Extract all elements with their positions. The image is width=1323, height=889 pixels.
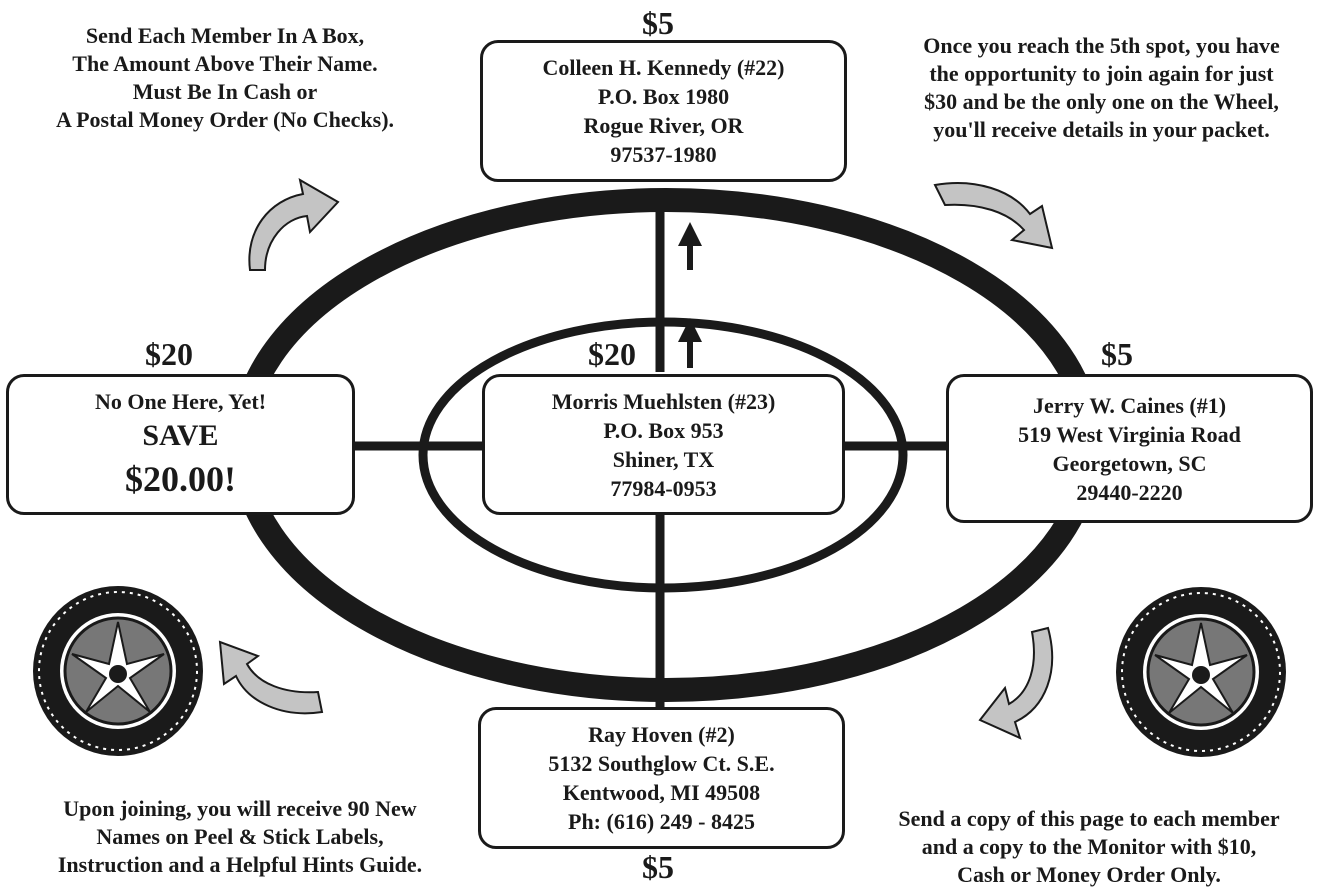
right-amount-label: $5 [1101, 336, 1133, 372]
note-line: the opportunity to join again for just [929, 61, 1274, 86]
up-arrow-icon [678, 318, 702, 368]
member-address: P.O. Box 1980 [597, 84, 730, 109]
instructions-top-left: Send Each Member In A Box, The Amount Ab… [0, 22, 450, 134]
member-phone: Ph: (616) 249 - 8425 [568, 809, 755, 834]
instructions-bottom-left: Upon joining, you will receive 90 New Na… [0, 795, 480, 879]
up-arrow-icon [678, 222, 702, 270]
note-line: A Postal Money Order (No Checks). [55, 107, 395, 132]
member-city: Georgetown, SC [1052, 450, 1207, 476]
member-address: P.O. Box 953 [603, 417, 724, 443]
spokes [355, 190, 955, 710]
tire-icon [33, 586, 203, 756]
member-name: Ray Hoven (#2) [588, 722, 735, 747]
curved-arrow-icon [218, 640, 324, 715]
note-line: $30 and be the only one on the Wheel, [924, 89, 1279, 114]
top-member-box: Colleen H. Kennedy (#22) P.O. Box 1980 R… [480, 40, 847, 182]
member-zip: 77984-0953 [610, 475, 717, 501]
member-city: Rogue River, OR [583, 113, 744, 138]
left-empty-box: No One Here, Yet! SAVE $20.00! [6, 374, 355, 515]
note-line: Upon joining, you will receive 90 New [63, 796, 417, 821]
member-address: 519 West Virginia Road [1018, 421, 1241, 447]
note-line: Instruction and a Helpful Hints Guide. [57, 852, 423, 877]
note-line: Cash or Money Order Only. [957, 862, 1221, 887]
note-line: Send a copy of this page to each member [898, 806, 1280, 831]
note-line: you'll receive details in your packet. [933, 117, 1270, 142]
center-member-box: Morris Muehlsten (#23) P.O. Box 953 Shin… [482, 374, 845, 515]
right-member-box: Jerry W. Caines (#1) 519 West Virginia R… [946, 374, 1313, 523]
instructions-top-right: Once you reach the 5th spot, you have th… [880, 32, 1323, 144]
member-city: Shiner, TX [612, 446, 715, 472]
tire-icon [1116, 587, 1286, 757]
note-line: and a copy to the Monitor with $10, [921, 834, 1257, 859]
member-zip: 29440-2220 [1076, 479, 1183, 505]
member-address: 5132 Southglow Ct. S.E. [548, 751, 775, 776]
note-line: Once you reach the 5th spot, you have [923, 33, 1280, 58]
bottom-member-box: Ray Hoven (#2) 5132 Southglow Ct. S.E. K… [478, 707, 845, 849]
member-name: Morris Muehlsten (#23) [551, 388, 776, 414]
note-line: Send Each Member In A Box, [85, 23, 365, 48]
curved-arrow-icon [978, 626, 1054, 740]
note-line: The Amount Above Their Name. [72, 51, 378, 76]
save-label: SAVE [142, 419, 219, 452]
empty-slot-text: No One Here, Yet! [94, 389, 267, 414]
top-amount-label: $5 [642, 5, 674, 41]
member-city: Kentwood, MI 49508 [562, 780, 761, 805]
savings-amount: $20.00! [125, 459, 236, 499]
note-line: Must Be In Cash or [132, 79, 318, 104]
instructions-bottom-right: Send a copy of this page to each member … [855, 805, 1323, 889]
left-amount-label: $20 [145, 336, 193, 372]
center-amount-label: $20 [588, 336, 636, 372]
member-zip: 97537-1980 [610, 142, 717, 167]
note-line: Names on Peel & Stick Labels, [96, 824, 384, 849]
curved-arrow-icon [933, 182, 1054, 250]
bottom-amount-label: $5 [642, 849, 674, 885]
member-name: Jerry W. Caines (#1) [1032, 392, 1227, 418]
member-name: Colleen H. Kennedy (#22) [542, 55, 785, 80]
curved-arrow-icon [248, 178, 340, 271]
